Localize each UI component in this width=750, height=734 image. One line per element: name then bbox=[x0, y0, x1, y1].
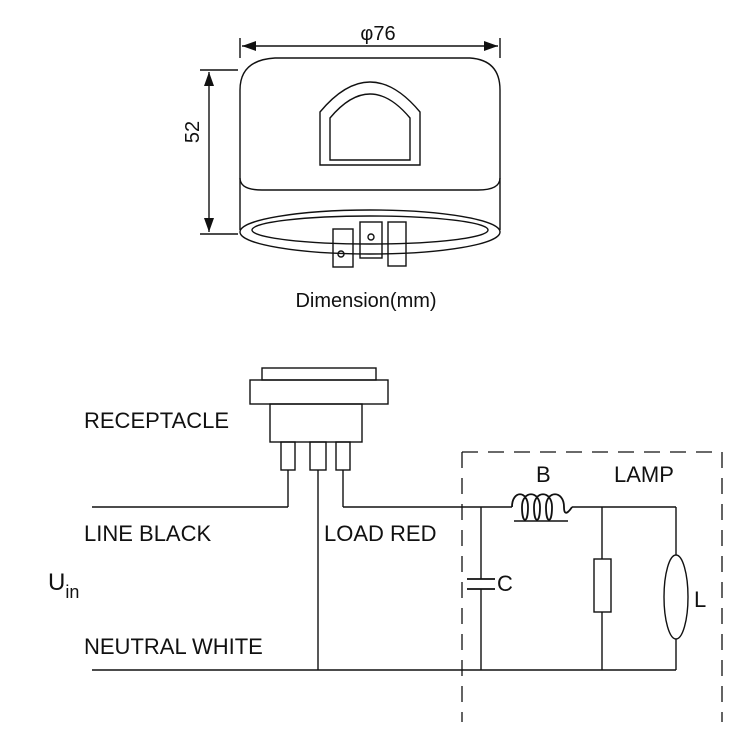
diameter-label: φ76 bbox=[360, 23, 395, 45]
receptacle-label: RECEPTACLE bbox=[84, 408, 229, 433]
base-inner-ellipse bbox=[251, 215, 489, 245]
receptacle-flange bbox=[249, 379, 389, 405]
prong-right bbox=[387, 221, 407, 267]
prong-center-hole bbox=[367, 233, 375, 241]
receptacle-top bbox=[261, 367, 377, 381]
height-dimension: 52 bbox=[182, 69, 238, 235]
photocell-outline bbox=[239, 57, 501, 268]
receptacle-pin-right bbox=[335, 441, 351, 471]
dimension-caption: Dimension(mm) bbox=[295, 290, 436, 312]
prong-left-hole bbox=[337, 250, 345, 258]
height-label: 52 bbox=[182, 121, 204, 143]
window-outer bbox=[319, 81, 421, 166]
lamp-symbol-label: L bbox=[694, 587, 706, 612]
ballast-coil bbox=[511, 493, 573, 522]
height-arrow-top bbox=[204, 72, 214, 86]
resistor-body bbox=[593, 558, 612, 613]
wires bbox=[92, 470, 689, 671]
load-red-label: LOAD RED bbox=[324, 521, 436, 546]
lamp-label: LAMP bbox=[614, 462, 674, 487]
diameter-arrow-right bbox=[484, 41, 498, 51]
lamp-enclosure bbox=[461, 451, 723, 722]
receptacle-symbol bbox=[249, 367, 389, 471]
receptacle-body bbox=[269, 403, 363, 443]
height-arrow-bottom bbox=[204, 218, 214, 232]
neutral-white-label: NEUTRAL WHITE bbox=[84, 634, 263, 659]
receptacle-pin-center bbox=[309, 441, 327, 471]
capacitor-label: C bbox=[497, 571, 513, 596]
ballast-label: B bbox=[536, 462, 551, 487]
body-waist-line bbox=[239, 177, 501, 191]
uin-label: Uin bbox=[48, 569, 79, 602]
lamp-ellipse bbox=[663, 554, 689, 640]
diameter-arrow-left bbox=[242, 41, 256, 51]
coil-turns bbox=[511, 493, 573, 521]
line-black-label: LINE BLACK bbox=[84, 521, 211, 546]
base-outer-ellipse bbox=[239, 209, 501, 255]
window-inner bbox=[329, 93, 411, 161]
diameter-dimension: φ76 bbox=[239, 23, 501, 58]
prong-center bbox=[359, 221, 383, 259]
prong-left bbox=[332, 228, 354, 268]
cap-top-edge bbox=[239, 57, 501, 91]
receptacle-pin-left bbox=[280, 441, 296, 471]
